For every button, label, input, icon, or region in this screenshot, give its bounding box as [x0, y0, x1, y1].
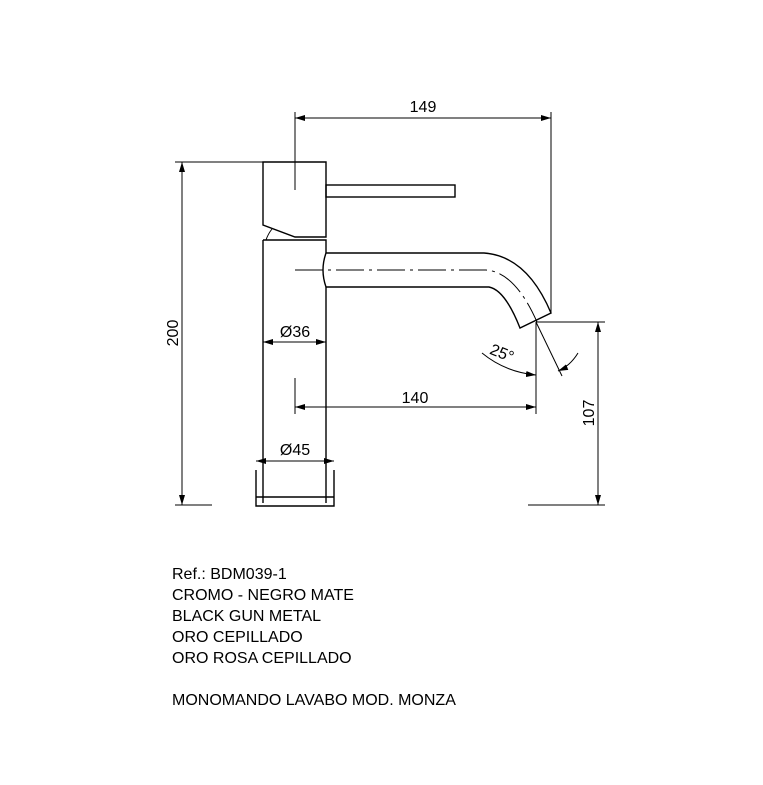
dim-spout-reach: 140 [294, 322, 537, 414]
finish-item: CROMO - NEGRO MATE [172, 587, 354, 604]
reference: Ref.: BDM039-1 [172, 566, 287, 583]
dim-height: 200 [165, 161, 263, 506]
handle-head [262, 161, 327, 238]
product-info: Ref.: BDM039-1 CROMO - NEGRO MATE BLACK … [172, 564, 456, 711]
dim-107-label: 107 [581, 400, 598, 427]
head-joint [265, 228, 273, 241]
spout-centerline [295, 269, 538, 323]
finish-item: ORO CEPILLADO [172, 629, 303, 646]
dim-149-label: 149 [410, 99, 437, 116]
base [255, 470, 335, 507]
dim-total-reach: 149 [294, 99, 552, 313]
spout [322, 252, 552, 329]
dim-spout-angle: 25° [481, 321, 579, 378]
finish-item: BLACK GUN METAL [172, 608, 322, 625]
product-name: MONOMANDO LAVABO MOD. MONZA [172, 692, 456, 709]
dim-25-label: 25° [487, 341, 516, 366]
body [262, 239, 327, 503]
dim-base-diameter: Ø45 [256, 442, 334, 464]
dim-body-diameter: Ø36 [263, 324, 326, 345]
lever [325, 184, 456, 198]
dim-45-label: Ø45 [280, 442, 310, 459]
dim-140-label: 140 [402, 390, 429, 407]
dim-36-label: Ø36 [280, 324, 310, 341]
dim-200-label: 200 [165, 320, 182, 347]
dim-spout-height: 107 [528, 321, 605, 506]
finish-item: ORO ROSA CEPILLADO [172, 650, 352, 667]
